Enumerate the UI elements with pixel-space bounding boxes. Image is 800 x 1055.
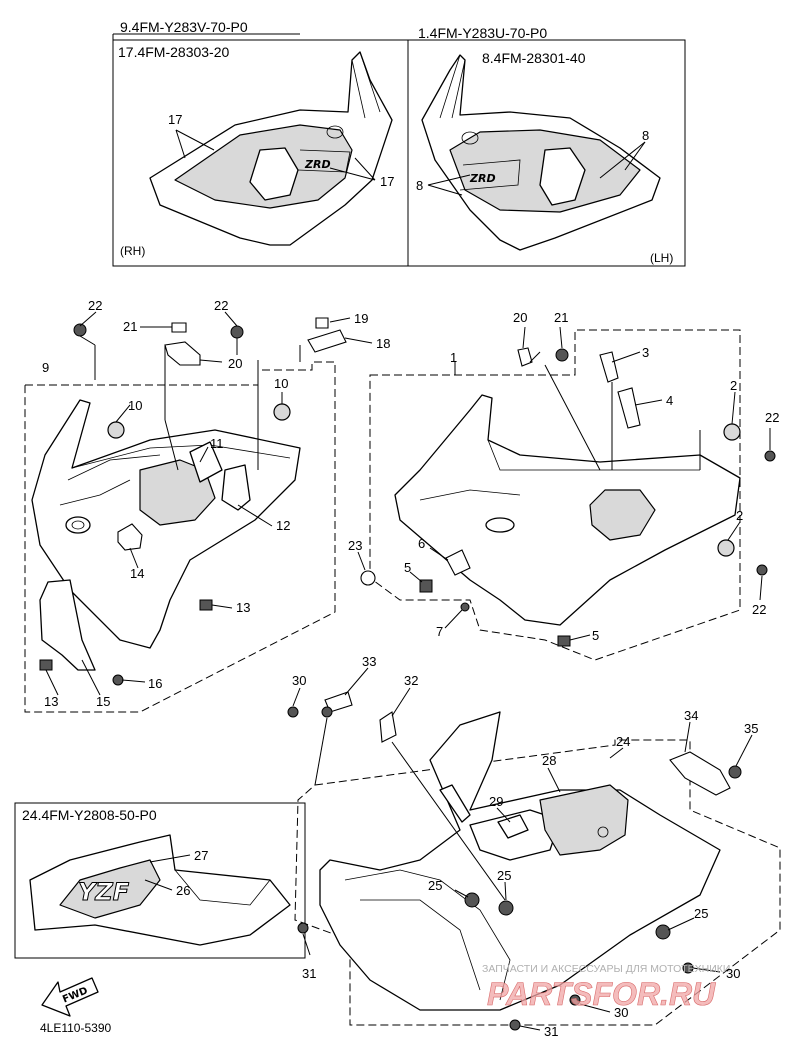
part-number: 30 xyxy=(292,673,306,688)
part-number: 9 xyxy=(42,360,49,375)
part-number: 31 xyxy=(302,966,316,981)
part-number: 25 xyxy=(497,868,511,883)
part-number: 20 xyxy=(228,356,242,371)
part-number: 25 xyxy=(694,906,708,921)
rh-sub-label: 17.4FM-28303-20 xyxy=(118,44,230,60)
part-number: 8 xyxy=(642,128,649,143)
under-kit-label: 24.4FM-Y2808-50-P0 xyxy=(22,807,157,823)
part-number: 32 xyxy=(404,673,418,688)
part-number: 19 xyxy=(354,311,368,326)
part-number: 25 xyxy=(428,878,442,893)
part-number: 15 xyxy=(96,694,110,709)
part-number: 34 xyxy=(684,708,698,723)
part-number: 20 xyxy=(513,310,527,325)
part-number: 2 xyxy=(736,508,743,523)
decal-kit-box: 9.4FM-Y283V-70-P0 17.4FM-28303-20 1.4FM-… xyxy=(112,19,686,267)
part-number: 4 xyxy=(666,393,673,408)
part-number: 3 xyxy=(642,345,649,360)
part-number: 22 xyxy=(765,410,779,425)
part-number: 18 xyxy=(376,336,390,351)
part-number: 11 xyxy=(210,436,224,451)
part-number: 35 xyxy=(744,721,758,736)
part-number: 21 xyxy=(554,310,568,325)
part-number: 26 xyxy=(176,883,190,898)
rh-cowling-assembly xyxy=(24,311,373,713)
part-number: 28 xyxy=(542,753,556,768)
part-number: 5 xyxy=(592,628,599,643)
part-number: 22 xyxy=(752,602,766,617)
part-number: 22 xyxy=(88,298,102,313)
svg-text:YZF: YZF xyxy=(78,878,130,906)
part-number: 22 xyxy=(214,298,228,313)
svg-text:ZRD: ZRD xyxy=(304,158,331,171)
svg-text:ZRD: ZRD xyxy=(469,172,496,185)
part-number: 27 xyxy=(194,848,208,863)
lh-side-cowling-decal: ZRD xyxy=(421,54,661,251)
part-number: 7 xyxy=(436,624,443,639)
part-number: 6 xyxy=(418,536,425,551)
lh-kit-label: 1.4FM-Y283U-70-P0 xyxy=(418,25,547,41)
part-number: 13 xyxy=(236,600,250,615)
rh-kit-label: 9.4FM-Y283V-70-P0 xyxy=(120,19,248,35)
under-cowling-assembly xyxy=(287,667,781,1031)
diagram-code: 4LE110-5390 xyxy=(40,1021,112,1035)
part-number: 29 xyxy=(489,794,503,809)
part-number: 5 xyxy=(404,560,411,575)
part-number: 21 xyxy=(123,319,137,334)
part-number: 23 xyxy=(348,538,362,553)
watermark-caption: ЗАПЧАСТИ И АКСЕССУАРЫ ДЛЯ МОТОТЕХНИКИ xyxy=(482,963,730,975)
lh-side-label: (LH) xyxy=(650,251,673,265)
watermark: ЗАПЧАСТИ И АКСЕССУАРЫ ДЛЯ МОТОТЕХНИКИ PA… xyxy=(482,963,730,1012)
part-number: 2 xyxy=(730,378,737,393)
part-number: 1 xyxy=(450,350,457,365)
part-number: 17 xyxy=(168,112,182,127)
part-number-labels: 17 17 8 8 22 22 21 20 19 18 9 10 10 11 1… xyxy=(42,112,779,1039)
part-number: 10 xyxy=(128,398,142,413)
lh-sub-label: 8.4FM-28301-40 xyxy=(482,50,586,66)
rh-side-label: (RH) xyxy=(120,244,145,258)
part-number: 10 xyxy=(274,376,288,391)
part-number: 17 xyxy=(380,174,394,189)
part-number: 14 xyxy=(130,566,144,581)
part-number: 16 xyxy=(148,676,162,691)
forward-arrow-icon: FWD xyxy=(41,977,99,1017)
under-cowling-kit-box: 24.4FM-Y2808-50-P0 YZF xyxy=(14,802,306,959)
part-number: 12 xyxy=(276,518,290,533)
part-number: 30 xyxy=(726,966,740,981)
part-number: 31 xyxy=(544,1024,558,1039)
part-number: 8 xyxy=(416,178,423,193)
part-number: 13 xyxy=(44,694,58,709)
part-number: 30 xyxy=(614,1005,628,1020)
watermark-logo: PARTSFOR.RU xyxy=(487,976,716,1012)
rh-side-cowling-decal: ZRD xyxy=(149,51,393,246)
lh-cowling-assembly xyxy=(357,326,776,661)
part-number: 33 xyxy=(362,654,376,669)
part-number: 24 xyxy=(616,734,630,749)
